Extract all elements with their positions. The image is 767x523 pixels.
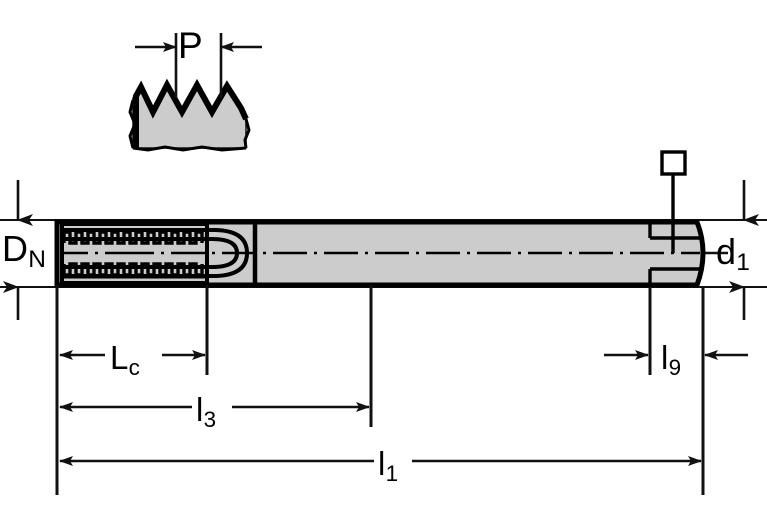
label-nominal-diameter: DN	[2, 228, 46, 273]
thread-profile-crest	[133, 78, 249, 148]
label-chamfer-length-sub: c	[128, 354, 140, 380]
thread-profile-detail	[128, 33, 262, 152]
label-square-drive-length: l9	[661, 339, 681, 379]
thread-teeth-bottom-path	[62, 262, 204, 277]
thread-teeth-top-path	[62, 230, 204, 245]
label-overall-length: l1	[378, 445, 398, 485]
thread-profile-break-left	[128, 99, 137, 149]
label-square-drive-length-base: l	[661, 339, 669, 376]
label-nominal-diameter-base: D	[2, 228, 28, 269]
thread-profile-break-bottom	[132, 145, 247, 152]
thread-profile-break-right	[243, 118, 251, 149]
label-chamfer-length-base: L	[110, 339, 129, 376]
label-square-drive-length-sub: 9	[668, 354, 682, 380]
label-thread-length-sub: 3	[203, 406, 217, 432]
label-overall-length-base: l	[378, 445, 386, 482]
label-thread-length-base: l	[196, 391, 204, 428]
tap-tool-body	[54, 219, 706, 288]
label-nominal-diameter-sub: N	[28, 246, 46, 274]
label-pitch: P	[178, 25, 203, 66]
label-overall-length-sub: 1	[385, 460, 399, 486]
label-shank-diameter-sub: 1	[736, 249, 750, 277]
dimension-shank-diameter	[705, 180, 759, 320]
label-thread-length: l3	[196, 391, 216, 431]
extension-lines	[55, 285, 705, 495]
label-shank-diameter-base: d	[716, 231, 737, 272]
square-drive-symbol-box	[660, 150, 687, 176]
body-outline	[54, 219, 706, 288]
square-drive-symbol	[660, 150, 687, 253]
label-shank-diameter: d1	[716, 231, 750, 276]
label-chamfer-length: Lc	[110, 339, 140, 379]
